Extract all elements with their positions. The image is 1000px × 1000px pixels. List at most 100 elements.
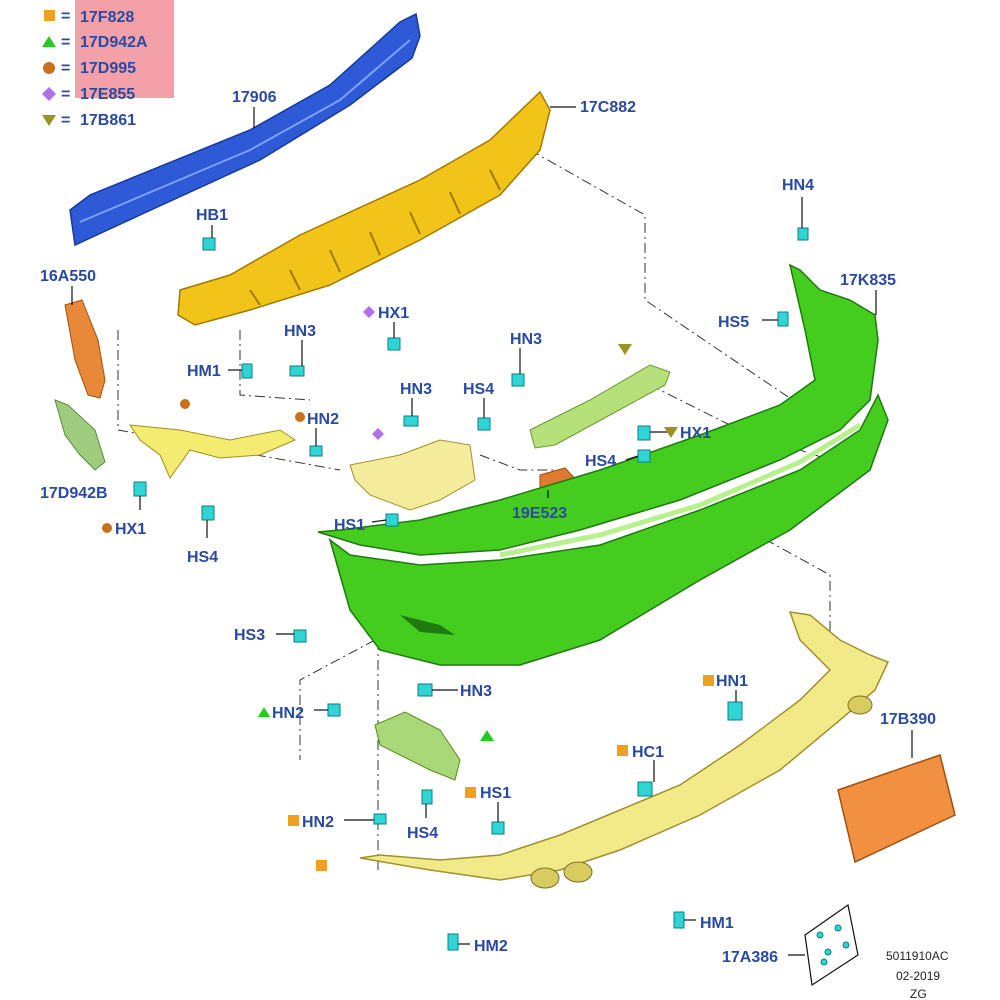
clip-hs4d bbox=[421, 789, 433, 805]
callout-hn2c: HN2 bbox=[302, 814, 334, 831]
part-17D942B-bracket bbox=[54, 399, 106, 471]
clip-hb1 bbox=[202, 237, 216, 251]
bumper-cover-highlight bbox=[499, 422, 862, 558]
left-side-bracket bbox=[128, 424, 297, 480]
legend-eq: = bbox=[61, 60, 70, 77]
legend-eq: = bbox=[61, 34, 70, 51]
circle-marker-icon bbox=[102, 523, 112, 533]
part-17B390-plate bbox=[837, 754, 956, 864]
legend-eq: = bbox=[61, 86, 70, 103]
legend-code: 17B861 bbox=[80, 112, 136, 129]
alignment-line bbox=[239, 330, 311, 401]
clip-hm1a bbox=[241, 363, 253, 379]
part-label-16A550: 16A550 bbox=[40, 268, 96, 285]
clip-hc1 bbox=[637, 781, 653, 797]
callout-hm1b: HM1 bbox=[700, 915, 734, 932]
diamond-marker-icon bbox=[363, 306, 375, 318]
reference-code: ZG bbox=[910, 987, 927, 1000]
circle-marker-icon bbox=[180, 399, 190, 409]
valance-exhaust-far bbox=[847, 695, 873, 715]
kit-clip bbox=[816, 931, 824, 939]
clip-hx1c bbox=[637, 425, 651, 441]
clip-hs3 bbox=[293, 629, 307, 643]
part-16A550-bracket bbox=[64, 299, 106, 399]
clip-hs4c bbox=[637, 449, 651, 463]
right-center-bracket bbox=[529, 364, 671, 449]
alignment-line bbox=[529, 149, 801, 406]
leader-lines bbox=[71, 106, 913, 956]
clip-hx1b bbox=[133, 481, 147, 497]
legend-item-4: = 17B861 bbox=[42, 112, 136, 129]
callout-hn3c: HN3 bbox=[510, 331, 542, 348]
part-17A386-kit bbox=[804, 903, 859, 987]
clip-hm1b bbox=[673, 911, 685, 929]
circle-marker-icon bbox=[295, 412, 305, 422]
callout-hn2b: HN2 bbox=[272, 705, 304, 722]
callout-hs4d: HS4 bbox=[407, 825, 438, 842]
square-marker-icon bbox=[617, 745, 628, 756]
callout-hm1a: HM1 bbox=[187, 363, 221, 380]
clip-hn2b bbox=[327, 703, 341, 717]
legend-code: 17E855 bbox=[80, 86, 135, 103]
callout-hs4c: HS4 bbox=[585, 453, 616, 470]
valance-body bbox=[359, 611, 890, 881]
reinforcement-ridge bbox=[79, 39, 411, 223]
legend-code: 17D942A bbox=[80, 34, 148, 51]
callout-hs4a: HS4 bbox=[463, 381, 494, 398]
circle-marker-icon bbox=[43, 62, 55, 74]
callout-labels: HB1 HN4 HS5 HM1 HN3 HX1 HN3 HN3 HS4 HN2 … bbox=[115, 177, 814, 966]
clip-hn1 bbox=[727, 701, 743, 721]
reference-date: 02-2019 bbox=[896, 969, 940, 983]
callout-hn4: HN4 bbox=[782, 177, 814, 194]
bumper-cover-slot bbox=[400, 615, 455, 635]
callout-hs3: HS3 bbox=[234, 627, 265, 644]
triangle-down-marker-icon bbox=[618, 344, 632, 355]
part-label-17C882: 17C882 bbox=[580, 99, 636, 116]
clip-hx1a bbox=[387, 337, 401, 351]
part-label-17B390: 17B390 bbox=[880, 711, 936, 728]
legend-item-1: = 17D942A bbox=[42, 34, 148, 51]
part-17C882-absorber bbox=[177, 90, 551, 326]
callout-hx1c: HX1 bbox=[680, 425, 711, 442]
part-labels: 17906 17C882 16A550 17D942B 17K835 19E52… bbox=[40, 89, 936, 728]
alignment-line bbox=[117, 330, 341, 471]
callout-hn3a: HN3 bbox=[284, 323, 316, 340]
alignment-line bbox=[479, 454, 560, 471]
legend-item-2: = 17D995 bbox=[43, 60, 136, 77]
callout-hc1: HC1 bbox=[632, 744, 664, 761]
kit-clip bbox=[842, 941, 850, 949]
clip-hn3a bbox=[289, 365, 305, 377]
callout-hs5: HS5 bbox=[718, 314, 749, 331]
callout-hn2a: HN2 bbox=[307, 411, 339, 428]
callout-hx1b: HX1 bbox=[115, 521, 146, 538]
square-marker-icon bbox=[288, 815, 299, 826]
lower-left-bracket bbox=[374, 711, 461, 781]
alignment-line bbox=[299, 639, 376, 760]
triangle-up-marker-icon bbox=[42, 36, 56, 47]
alignment-line bbox=[729, 519, 831, 690]
clip-hn2a bbox=[309, 445, 323, 457]
triangle-up-marker-icon bbox=[258, 707, 270, 717]
clip-hs5 bbox=[777, 311, 789, 327]
clip-hn3b bbox=[403, 415, 419, 427]
kit-clip bbox=[834, 924, 842, 932]
callout-hx1a: HX1 bbox=[378, 305, 409, 322]
valance-exhaust-right bbox=[563, 861, 593, 883]
callout-hn3b: HN3 bbox=[400, 381, 432, 398]
square-marker-icon bbox=[44, 10, 55, 21]
legend-item-3: = 17E855 bbox=[42, 86, 135, 103]
legend-item-0: = 17F828 bbox=[44, 8, 134, 26]
square-marker-icon bbox=[465, 787, 476, 798]
reference-number: 5011910AC bbox=[886, 949, 949, 963]
clip-hn2c bbox=[373, 813, 387, 825]
part-label-19E523: 19E523 bbox=[512, 505, 567, 522]
leader bbox=[371, 519, 387, 523]
callout-hs4b: HS4 bbox=[187, 549, 218, 566]
legend-highlight bbox=[75, 0, 174, 98]
callout-hb1: HB1 bbox=[196, 207, 228, 224]
absorber-body bbox=[177, 90, 551, 326]
clip-hs4b bbox=[201, 505, 215, 521]
callout-markers bbox=[102, 306, 714, 871]
valance-exhaust-left bbox=[530, 867, 560, 889]
